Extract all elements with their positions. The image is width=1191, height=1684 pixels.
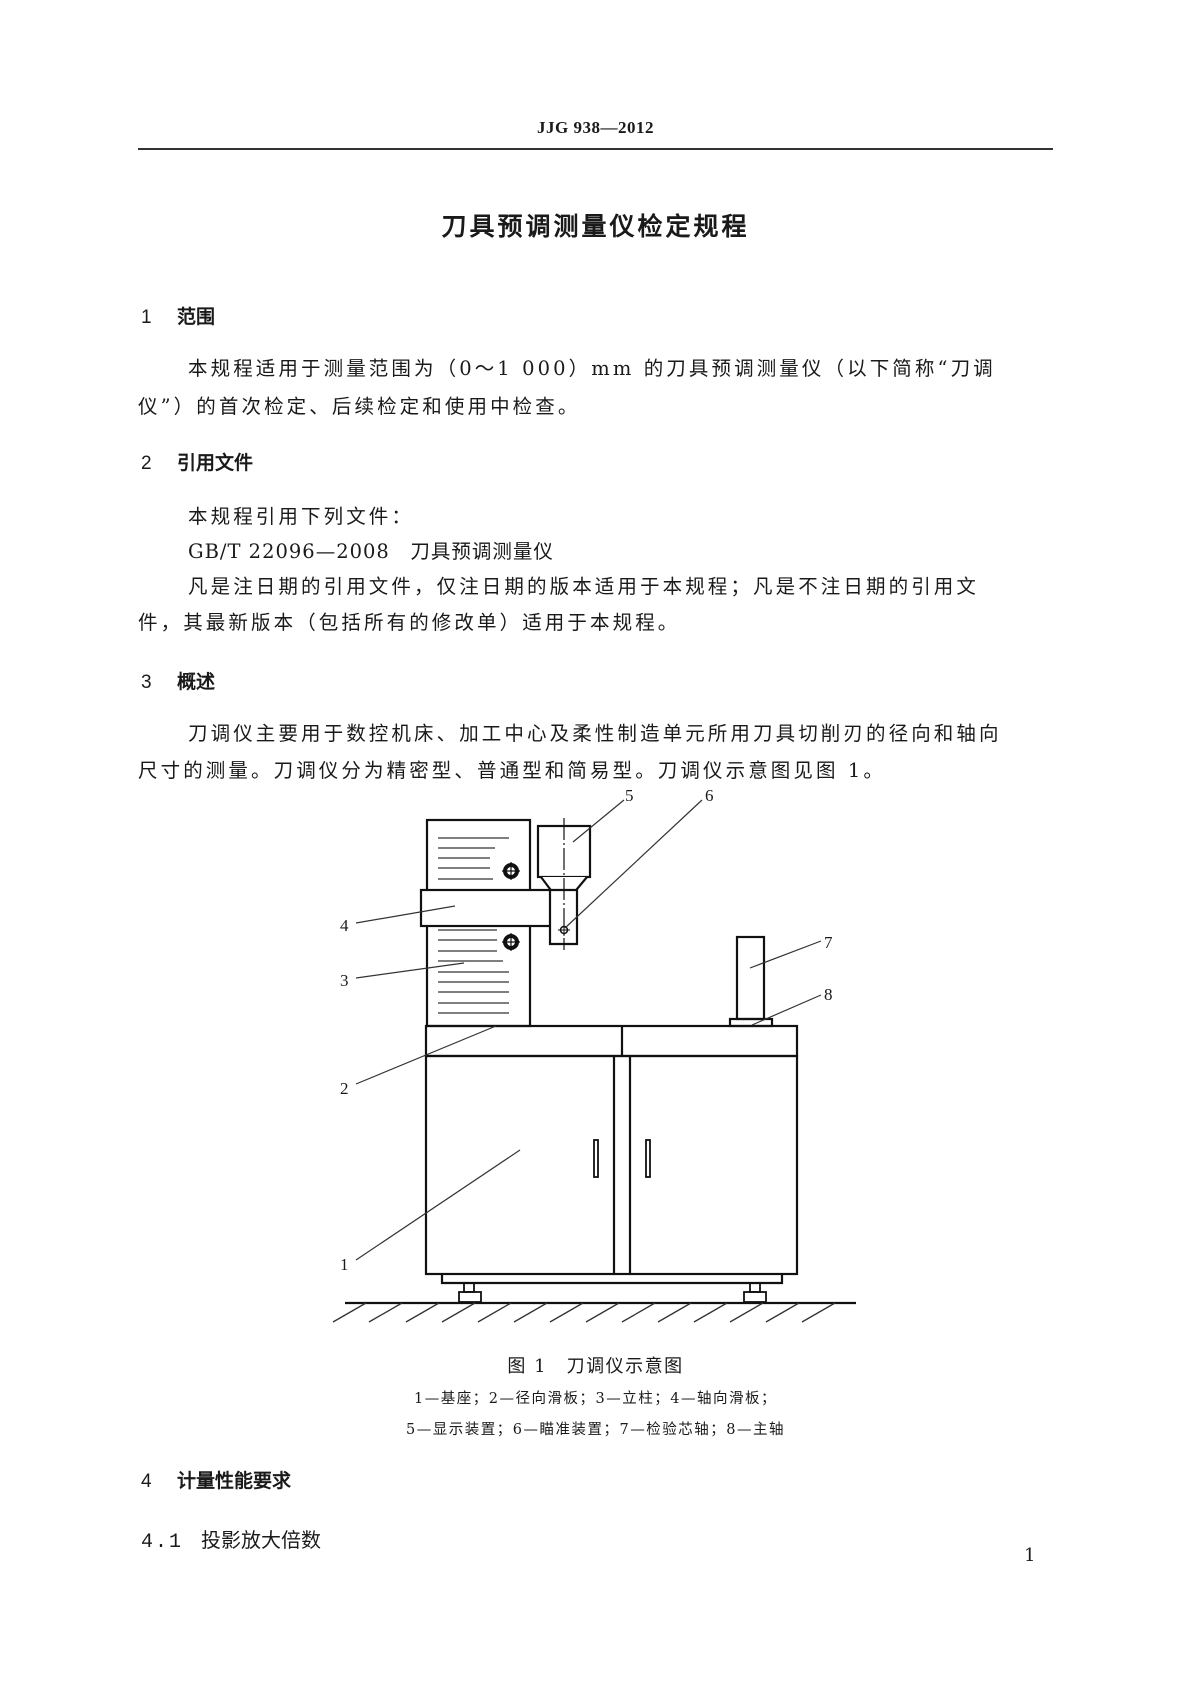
section-1-line-2: 仪”）的首次检定、后续检定和使用中检查。 xyxy=(138,395,581,418)
section-3-line-1: 刀调仪主要用于数控机床、加工中心及柔性制造单元所用刀具切削刃的径向和轴向 xyxy=(188,722,1002,745)
radial-slide xyxy=(424,1024,799,1058)
subsection-number: 4.1 xyxy=(141,1531,184,1554)
callout-8: 8 xyxy=(824,985,833,1004)
section-4-heading: 4 计量性能要求 xyxy=(141,1466,291,1493)
page-number: 1 xyxy=(1024,1545,1036,1566)
callout-3: 3 xyxy=(340,971,349,990)
callout-4: 4 xyxy=(340,916,349,935)
section-3-heading: 3 概述 xyxy=(141,667,215,694)
section-title: 计量性能要求 xyxy=(177,1470,292,1492)
figure-legend-line-2: 5—显示装置；6—瞄准装置；7—检验芯轴；8—主轴 xyxy=(406,1422,785,1438)
section-1-heading: 1 范围 xyxy=(141,302,215,329)
section-1-line-1: 本规程适用于测量范围为（0～1 000）mm 的刀具预调测量仪（以下简称“刀调 xyxy=(188,357,996,380)
section-number: 4 xyxy=(141,1471,152,1492)
leader-7 xyxy=(749,940,822,969)
subsection-4-1-heading: 4.1 投影放大倍数 xyxy=(141,1524,321,1554)
section-2-line-4: 件，其最新版本（包括所有的修改单）适用于本规程。 xyxy=(138,611,681,634)
foot-right xyxy=(743,1291,767,1303)
callout-2: 2 xyxy=(340,1079,349,1098)
callout-1: 1 xyxy=(340,1255,349,1274)
leader-2 xyxy=(355,1025,497,1085)
base-cabinet xyxy=(424,1054,799,1276)
leader-1 xyxy=(355,1149,521,1261)
callout-7: 7 xyxy=(824,933,833,952)
door-handle-left xyxy=(593,1139,599,1178)
door-handle-right xyxy=(645,1139,651,1178)
section-title: 范围 xyxy=(177,306,216,328)
leader-5 xyxy=(572,799,625,843)
ground-hatching xyxy=(332,1302,836,1323)
figure-legend-line-1: 1—基座；2—径向滑板；3—立柱；4—轴向滑板； xyxy=(414,1391,777,1407)
leader-6 xyxy=(564,799,703,929)
standard-code: JJG 938—2012 xyxy=(537,118,654,137)
section-number: 2 xyxy=(141,453,152,474)
figure-caption: 图 1 刀调仪示意图 xyxy=(507,1356,684,1377)
knob-upper xyxy=(502,862,520,880)
leader-8 xyxy=(751,994,822,1026)
section-3-line-2: 尺寸的测量。刀调仪分为精密型、普通型和简易型。刀调仪示意图见图 1。 xyxy=(138,759,887,782)
document-title: 刀具预调测量仪检定规程 xyxy=(441,212,750,241)
knob-lower xyxy=(502,933,520,951)
section-number: 3 xyxy=(141,672,152,693)
test-mandrel xyxy=(735,935,766,1021)
header-rule xyxy=(138,148,1053,150)
subsection-title: 投影放大倍数 xyxy=(201,1528,321,1552)
section-2-line-1: 本规程引用下列文件： xyxy=(188,505,415,528)
section-2-line-3: 凡是注日期的引用文件，仅注日期的版本适用于本规程；凡是不注日期的引用文 xyxy=(188,575,980,598)
leader-3 xyxy=(355,962,465,979)
reference-gb-t-22096: GB/T 22096—2008 刀具预调测量仪 xyxy=(188,540,554,563)
section-title: 概述 xyxy=(177,671,216,693)
foot-left xyxy=(458,1291,482,1303)
leader-4 xyxy=(355,905,456,924)
callout-6: 6 xyxy=(705,786,714,805)
section-2-heading: 2 引用文件 xyxy=(141,448,253,475)
callout-5: 5 xyxy=(625,786,634,805)
section-number: 1 xyxy=(141,307,152,328)
section-title: 引用文件 xyxy=(177,452,254,474)
